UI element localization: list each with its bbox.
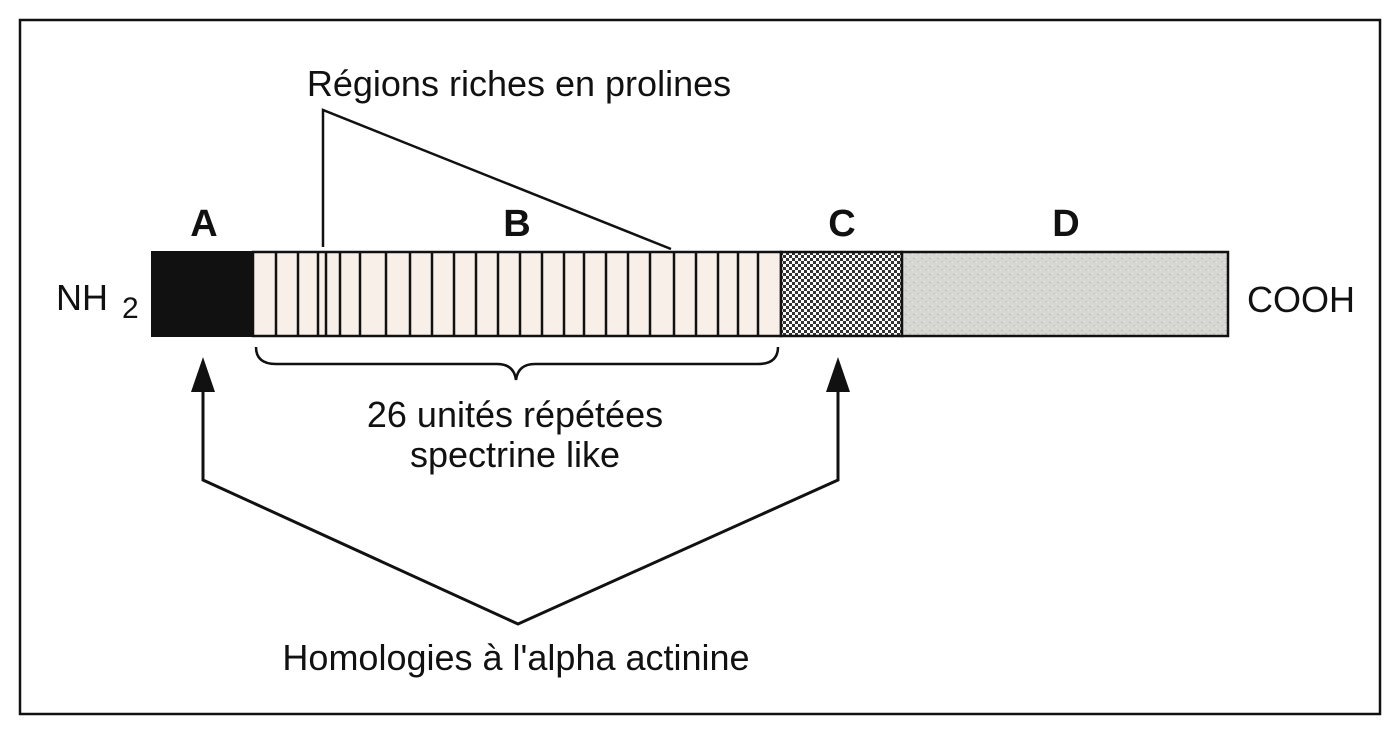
- domain-b-block: [251, 250, 783, 338]
- proline-regions-label: Régions riches en prolines: [307, 63, 731, 104]
- arrowhead-c: [826, 357, 850, 392]
- diagram-frame: [18, 18, 1382, 716]
- domain-a-block: [151, 251, 254, 337]
- domain-label-b: B: [503, 203, 530, 245]
- domain-d-block: [900, 250, 1230, 338]
- domain-label-c: C: [828, 203, 855, 245]
- repeats-label-line1: 26 unités répétées: [367, 394, 663, 435]
- c-terminus-label: COOH: [1247, 279, 1355, 320]
- arrowhead-a: [191, 357, 215, 392]
- domain-label-d: D: [1052, 203, 1079, 245]
- n-terminus-label: NH: [56, 277, 108, 318]
- repeats-label-line2: spectrine like: [410, 434, 620, 475]
- homology-arrow-lines: [201, 386, 840, 626]
- proline-pointer-lines: [321, 108, 672, 251]
- repeats-brace: [254, 346, 780, 381]
- domain-label-a: A: [190, 203, 217, 245]
- homology-label: Homologies à l'alpha actinine: [282, 637, 749, 678]
- domain-c-block: [779, 250, 904, 338]
- n-terminus-subscript: 2: [122, 292, 139, 325]
- spectrin-repeat-lines: [274, 253, 760, 335]
